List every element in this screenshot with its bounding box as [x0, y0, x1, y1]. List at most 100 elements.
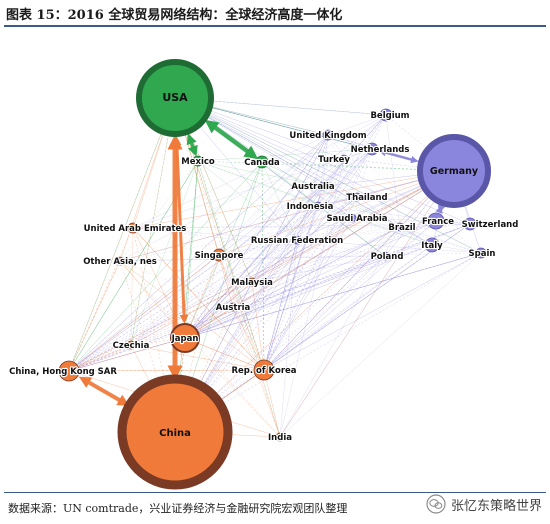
minor-link-netherlands-singapore	[218, 148, 373, 256]
minor-link-indonesia-japan	[184, 205, 319, 339]
node-label-saudi: Saudi Arabia	[326, 214, 387, 224]
minor-link-belgium-otherasia	[119, 114, 387, 262]
minor-link-germany-japan	[184, 170, 455, 339]
node-switzerland: Switzerland	[461, 217, 519, 231]
node-label-japan: Japan	[171, 334, 199, 344]
minor-link-germany-hongkong	[68, 170, 455, 372]
minor-link-hongkong-germany	[68, 170, 455, 372]
wechat-icon	[426, 494, 446, 514]
minor-link-poland-korea	[263, 255, 386, 371]
node-circle-canada	[255, 155, 269, 169]
minor-link-mexico-india	[197, 160, 281, 438]
minor-link-singapore-hongkong	[68, 254, 220, 372]
minor-link-spain-hongkong	[68, 252, 482, 372]
minor-link-korea-germany	[263, 170, 455, 371]
node-label-italy: Italy	[421, 241, 443, 251]
minor-link-saudi-japan	[184, 217, 353, 339]
major-link-japan-usa	[172, 136, 189, 324]
minor-link-italy-korea	[263, 244, 433, 371]
minor-link-malaysia-hongkong	[68, 281, 253, 372]
minor-link-australia-hongkong	[68, 185, 324, 372]
node-circle-otherasia	[115, 256, 125, 266]
minor-link-spain-korea	[263, 252, 482, 371]
minor-link-netherlands-malaysia	[251, 148, 373, 283]
node-circle-india	[275, 432, 285, 442]
node-russia: Russian Federation	[250, 235, 344, 247]
minor-link-canada-korea	[261, 161, 265, 371]
node-label-otherasia: Other Asia, nes	[83, 257, 157, 267]
minor-link-russia-korea	[263, 239, 298, 371]
minor-link-canada-italy	[261, 161, 433, 246]
minor-link-singapore-india	[218, 254, 281, 438]
node-circle-thailand	[352, 192, 362, 202]
minor-link-switzerland-china	[174, 223, 471, 433]
minor-link-spain-japan	[184, 252, 482, 339]
minor-link-thailand-china	[174, 196, 358, 433]
minor-link-saudi-france	[351, 217, 437, 222]
minor-link-thailand-indonesia	[317, 196, 358, 207]
minor-link-switzerland-hongkong	[68, 223, 471, 372]
minor-link-uk-uae	[132, 134, 329, 229]
minor-link-russia-singapore	[218, 239, 298, 256]
node-usa: USA	[136, 59, 214, 137]
minor-link-saudi-otherasia	[119, 217, 353, 262]
minor-link-thailand-china	[174, 196, 358, 433]
minor-link-belgium-japan	[184, 114, 387, 339]
minor-trade-links	[68, 97, 482, 438]
minor-link-usa-belgium	[174, 97, 387, 116]
node-label-malaysia: Malaysia	[231, 278, 273, 288]
minor-link-italy-malaysia	[251, 244, 433, 283]
node-label-poland: Poland	[371, 252, 404, 262]
minor-link-indonesia-china	[174, 205, 319, 433]
minor-link-uk-japan	[184, 134, 329, 339]
minor-link-uk-japan	[184, 134, 329, 339]
minor-link-spain-india	[279, 252, 482, 438]
minor-link-australia-malaysia	[251, 185, 324, 283]
minor-link-thailand-czechia	[130, 196, 358, 346]
minor-link-poland-japan	[184, 255, 386, 339]
minor-link-france-malaysia	[251, 220, 437, 283]
node-label-canada: Canada	[244, 158, 280, 168]
minor-link-mexico-saudi	[197, 160, 353, 219]
minor-link-belgium-austria	[232, 114, 387, 308]
minor-link-mexico-russia	[197, 160, 298, 241]
node-uk: United Kingdom	[288, 129, 368, 142]
minor-link-china-germany	[174, 170, 455, 433]
minor-link-thailand-japan	[184, 196, 358, 339]
minor-link-brazil-india	[279, 226, 401, 438]
minor-link-thailand-hongkong	[68, 196, 358, 372]
node-circle-usa	[136, 59, 214, 137]
node-label-brazil: Brazil	[388, 223, 415, 233]
node-circle-spain	[475, 247, 487, 259]
minor-link-japan-hongkong	[68, 337, 186, 372]
minor-link-russia-uae	[132, 227, 298, 241]
node-canada: Canada	[243, 155, 281, 169]
minor-link-canada-brazil	[261, 161, 401, 228]
node-malaysia: Malaysia	[230, 277, 274, 289]
minor-link-turkey-hongkong	[68, 158, 345, 372]
major-link-france-germany	[435, 204, 446, 214]
minor-link-uk-korea	[263, 134, 329, 371]
node-saudi: Saudi Arabia	[325, 213, 389, 225]
node-label-austria: Austria	[216, 303, 251, 313]
minor-link-belgium-indonesia	[317, 114, 387, 207]
minor-link-indonesia-korea	[263, 205, 319, 371]
minor-link-brazil-spain	[399, 226, 482, 254]
node-thailand: Thailand	[345, 192, 388, 204]
minor-link-singapore-korea	[218, 254, 265, 371]
minor-link-thailand-italy	[356, 196, 433, 246]
node-label-hongkong: China, Hong Kong SAR	[9, 367, 117, 377]
minor-link-austria-china	[174, 306, 234, 433]
node-circle-germany	[417, 134, 491, 208]
minor-link-saudi-korea	[263, 217, 353, 371]
minor-link-thailand-brazil	[356, 196, 401, 228]
minor-link-australia-korea	[263, 185, 324, 371]
minor-link-india-usa	[174, 97, 281, 438]
minor-link-uk-thailand	[327, 134, 358, 198]
minor-link-otherasia-korea	[119, 260, 265, 371]
minor-link-mexico-korea	[197, 160, 265, 371]
minor-link-brazil-korea	[263, 226, 401, 371]
minor-link-thailand-korea	[263, 196, 358, 371]
figure-title: 图表 15：2016 全球贸易网络结构：全球经济高度一体化	[6, 8, 343, 23]
minor-link-malaysia-korea	[251, 281, 265, 371]
